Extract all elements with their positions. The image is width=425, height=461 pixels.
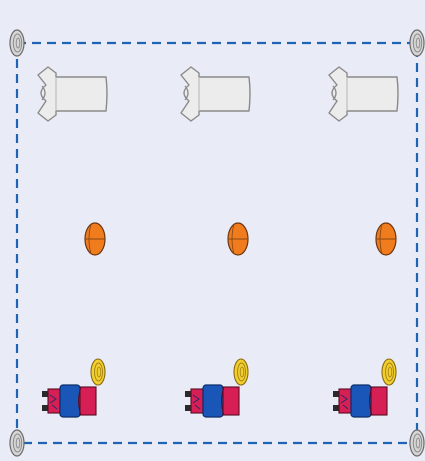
field-boundary <box>15 41 419 445</box>
marker-cone-icon <box>233 358 249 386</box>
ball-icon <box>227 222 249 256</box>
shirt-icon <box>37 66 108 122</box>
player-icon <box>185 358 249 418</box>
cone-icon <box>9 429 25 457</box>
corner-cones <box>9 29 425 457</box>
player-icon <box>333 358 397 418</box>
cone-icon <box>9 29 25 57</box>
cone-icon <box>409 29 425 57</box>
shirt-row <box>37 66 399 122</box>
player-icon <box>42 358 106 418</box>
ball-icon <box>375 222 397 256</box>
shirt-icon <box>180 66 251 122</box>
ball-icon <box>84 222 106 256</box>
ball-row <box>84 222 397 256</box>
cone-icon <box>409 429 425 457</box>
marker-cone-icon <box>90 358 106 386</box>
shirt-icon <box>328 66 399 122</box>
marker-cone-icon <box>381 358 397 386</box>
player-row <box>42 358 397 418</box>
